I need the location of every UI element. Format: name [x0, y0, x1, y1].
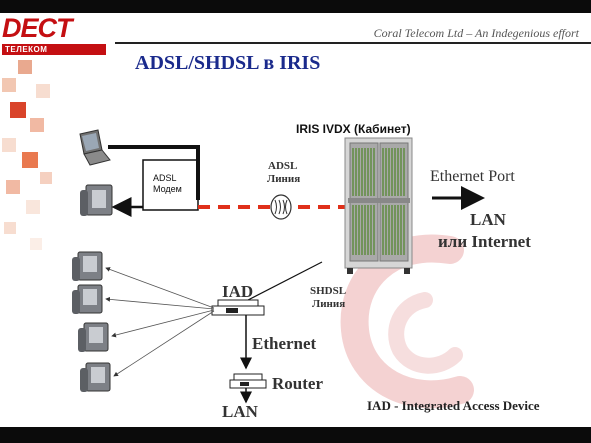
modem-label-line2: Модем: [153, 184, 182, 194]
ethernet-label: Ethernet: [252, 334, 317, 353]
lan-or-internet-label: или Internet: [438, 232, 531, 251]
header-rule: [115, 42, 591, 44]
lan-label-top: LAN: [470, 210, 506, 229]
modem-label-line1: ADSL: [153, 173, 177, 183]
company-logo: DECT ТЕЛЕКОМ: [2, 14, 106, 56]
shdsl-line-label-2: Линия: [312, 298, 346, 310]
adsl-modem-box: [142, 159, 199, 211]
splitter-icon: [270, 194, 292, 220]
decorative-squares: [2, 60, 52, 250]
footnote: IAD - Integrated Access Device: [367, 398, 540, 413]
phone-icon: [78, 322, 109, 352]
shdsl-line-label-1: SHDSL: [310, 285, 347, 297]
adsl-line-label-1: ADSL: [268, 160, 298, 172]
phone-icon: [80, 184, 113, 216]
logo-subtitle: ТЕЛЕКОМ: [2, 44, 106, 55]
phone-icon: [72, 251, 103, 281]
router-label: Router: [272, 374, 323, 393]
iris-ivdx-rack: [344, 137, 413, 274]
tagline: Coral Telecom Ltd – An Indegenious effor…: [373, 26, 579, 40]
logo-brand: DECT: [2, 13, 73, 43]
adsl-line-label-2: Линия: [267, 173, 301, 185]
bottom-lan-label: LAN: [222, 402, 258, 421]
shdsl-line: [247, 261, 323, 301]
rack-label: IRIS IVDX (Кабинет): [296, 122, 411, 136]
iad-device-icon: [211, 299, 265, 316]
top-bar: [0, 0, 591, 13]
router-icon: [229, 373, 267, 389]
ethernet-port-label: Ethernet Port: [430, 168, 515, 185]
phone-icon: [80, 362, 111, 392]
slide-title: ADSL/SHDSL в IRIS: [135, 52, 321, 74]
phone-icon: [72, 284, 103, 314]
laptop-icon: [79, 129, 111, 166]
iad-label: IAD: [222, 282, 254, 301]
bottom-bar: [0, 427, 591, 443]
